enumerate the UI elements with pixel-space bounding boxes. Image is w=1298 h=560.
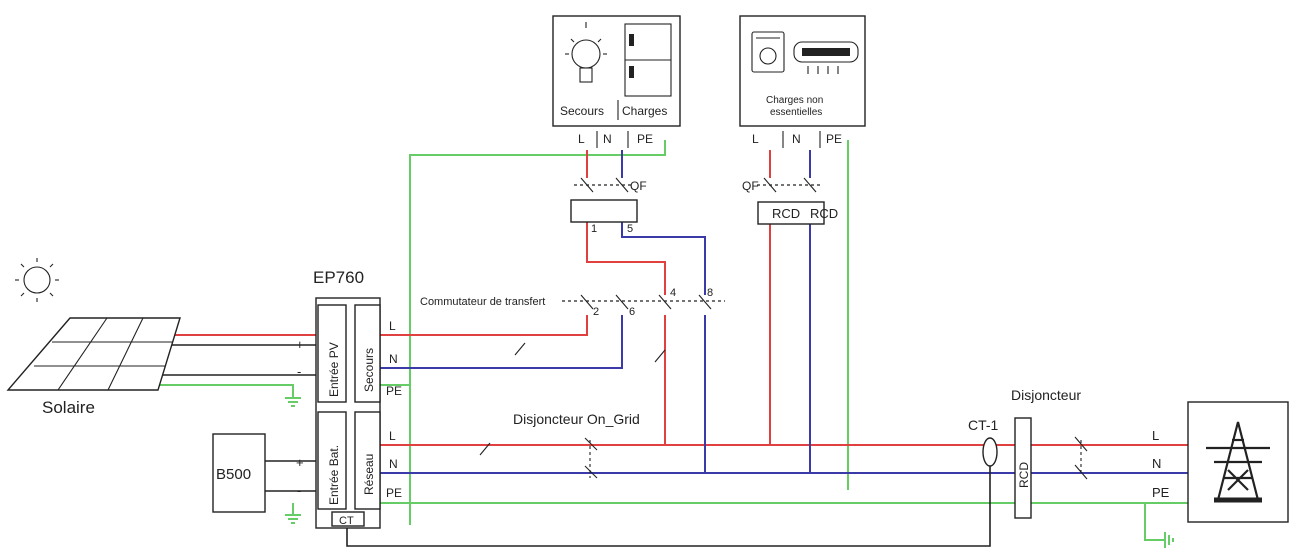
ep760-label: EP760 (313, 268, 364, 287)
sun-icon (15, 258, 59, 302)
disjoncteur-label: Disjoncteur (1011, 387, 1081, 403)
entree-pv-slot (317, 304, 347, 403)
ground-icon (285, 397, 301, 407)
grid-n: N (1152, 456, 1161, 471)
reseau-l: L (389, 429, 396, 443)
bat-plus: + (296, 455, 304, 470)
solaire-label: Solaire (42, 398, 95, 417)
sw-4: 4 (670, 287, 676, 299)
live-wires (155, 150, 1190, 446)
secours-charges-box (552, 15, 681, 127)
air-conditioner-icon (793, 41, 859, 74)
rcd-label-1: RCD (772, 206, 800, 221)
ground-icon (1164, 532, 1174, 548)
secours-label: Secours (362, 348, 376, 392)
rcd-module-2 (757, 201, 825, 225)
misc-wires (155, 344, 991, 547)
washing-machine-icon (751, 31, 785, 73)
non-essential-box (739, 15, 866, 127)
bat-minus: - (297, 483, 301, 498)
secours-n: N (389, 352, 398, 366)
rcd-main-box (1014, 417, 1032, 519)
sc-term-l: L (578, 132, 585, 146)
qf-label-2: QF (742, 179, 759, 193)
sw-8: 8 (707, 287, 713, 299)
transfer-switch-contacts (580, 294, 712, 310)
neutral-wires (380, 150, 1190, 474)
b500-box (212, 433, 266, 513)
entree-pv-label: Entrée PV (327, 342, 341, 397)
rcd-label-2: RCD (810, 206, 838, 221)
ct1-label: CT-1 (968, 417, 999, 433)
sw-6: 6 (629, 306, 635, 318)
ct1-sensor (982, 437, 998, 467)
sw-2: 2 (593, 306, 599, 318)
secours-pe: PE (386, 384, 402, 398)
non-essential-label-1: Charges non (766, 95, 823, 106)
qf-breaker-2 (757, 177, 820, 193)
ne-term-l: L (752, 132, 759, 146)
light-bulb-icon (565, 22, 607, 83)
qf-label-1: QF (630, 179, 647, 193)
grid-pe: PE (1152, 485, 1170, 500)
reseau-label: Réseau (362, 454, 376, 495)
disjoncteur-on-grid (584, 437, 598, 479)
sw-1: 1 (591, 223, 597, 235)
rcd-main-label: RCD (1017, 462, 1031, 488)
secours-charges-label-2: Charges (622, 104, 667, 118)
disjoncteur-main (1074, 436, 1088, 480)
ct-port (331, 511, 365, 527)
secours-charges-label-1: Secours (560, 104, 604, 118)
reseau-pe: PE (386, 486, 402, 500)
breaker-module-1 (570, 199, 638, 223)
ne-term-n: N (792, 132, 801, 146)
sc-term-pe: PE (637, 132, 653, 146)
ground-icon (285, 514, 301, 524)
entree-bat-slot (317, 411, 347, 510)
crossing-ticks (479, 342, 666, 456)
qf-breaker-1 (574, 177, 632, 193)
solar-panel-icon (6, 317, 181, 391)
secours-l: L (389, 319, 396, 333)
sc-term-n: N (603, 132, 612, 146)
pv-minus: - (297, 364, 301, 379)
non-essential-label-2: essentielles (770, 107, 822, 118)
sw-5: 5 (627, 223, 633, 235)
reseau-n: N (389, 457, 398, 471)
fridge-icon (624, 23, 672, 97)
grid-l: L (1152, 428, 1159, 443)
pv-plus: + (296, 337, 304, 352)
ct-label: CT (339, 515, 354, 527)
b500-label: B500 (216, 466, 251, 483)
transfer-switch-label: Commutateur de transfert (420, 296, 545, 308)
secours-slot (354, 304, 381, 403)
ne-term-pe: PE (826, 132, 842, 146)
entree-bat-label: Entrée Bat. (327, 445, 341, 505)
reseau-slot (354, 411, 381, 510)
disjoncteur-on-grid-label: Disjoncteur On_Grid (513, 411, 640, 427)
pe-wires (155, 140, 1190, 541)
pylon-icon (1206, 421, 1270, 503)
